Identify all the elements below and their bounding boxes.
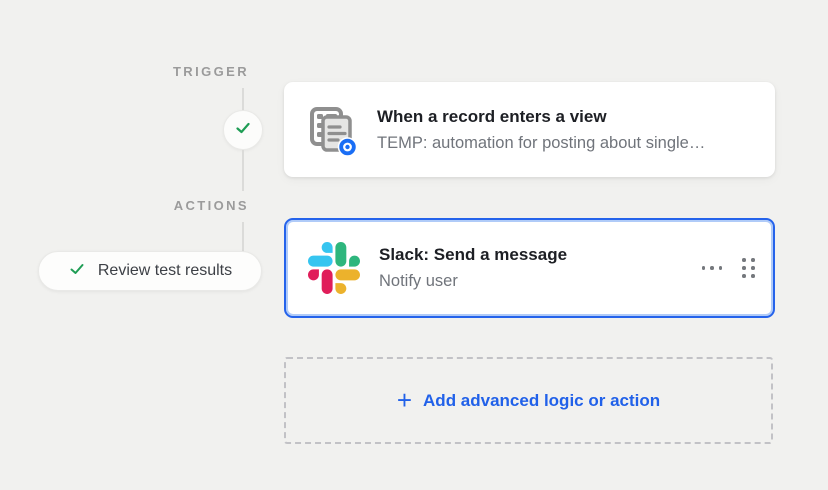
connector-line [242,88,244,111]
plus-icon: + [396,384,413,415]
ellipsis-icon[interactable] [700,262,725,274]
actions-section-label: ACTIONS [173,198,249,213]
review-test-results-label: Review test results [97,262,233,279]
action-card-controls [700,256,758,280]
trigger-card[interactable]: When a record enters a view TEMP: automa… [284,82,775,177]
action-card-text: Slack: Send a message Notify user [379,245,700,291]
add-advanced-logic-label: Add advanced logic or action [423,390,661,410]
trigger-card-title: When a record enters a view [377,106,607,126]
connector-line [242,150,244,191]
trigger-section-label: TRIGGER [172,64,249,79]
action-card-slack-send-message[interactable]: Slack: Send a message Notify user [284,218,775,318]
trigger-card-text: When a record enters a view TEMP: automa… [377,107,775,153]
trigger-status-indicator [223,110,263,150]
action-card-subtitle: Notify user [379,272,458,290]
review-test-results-button[interactable]: Review test results [38,251,262,291]
record-enters-view-icon [306,104,358,157]
check-icon [68,260,86,283]
trigger-card-subtitle: TEMP: automation for posting about singl… [377,133,706,152]
drag-handle-icon[interactable] [740,256,757,280]
add-advanced-logic-button[interactable]: + Add advanced logic or action [284,357,773,444]
check-icon [234,119,252,142]
connector-line [242,222,244,253]
slack-icon [308,242,360,294]
action-card-title: Slack: Send a message [379,245,568,264]
